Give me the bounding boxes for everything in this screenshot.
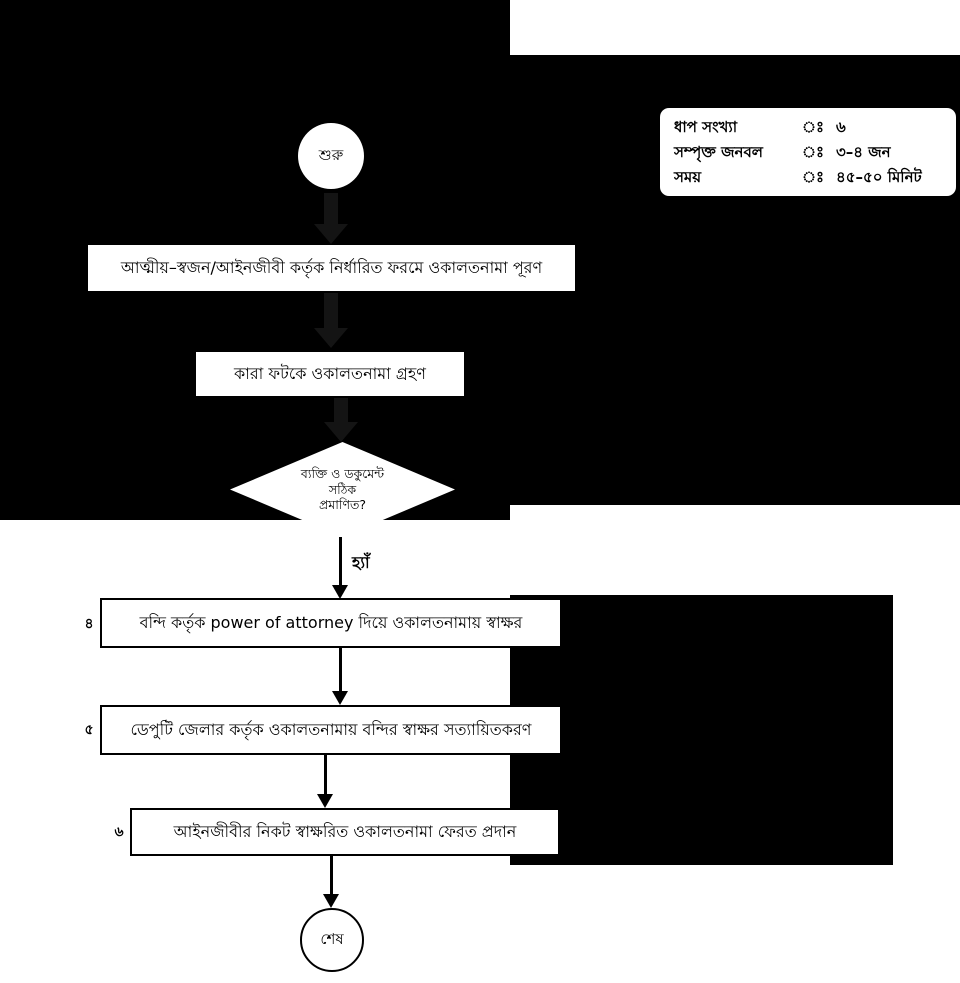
info-label-time: সময়	[674, 168, 702, 186]
info-row-steps: ধাপ সংখ্যা ঃ ৬	[674, 116, 944, 141]
arrowhead-step6-to-end	[323, 894, 339, 908]
step6-label: আইনজীবীর নিকট স্বাক্ষরিত ওকালতনামা ফেরত …	[173, 821, 517, 841]
arrowhead-start-to-step1	[314, 224, 348, 244]
arrow-decision-to-step4	[339, 537, 342, 586]
start-node-label: শুরু	[318, 145, 344, 164]
step1-box: আত্মীয়–স্বজন/আইনজীবী কর্তৃক নির্ধারিত ফ…	[88, 245, 575, 291]
arrow-step2-to-decision	[334, 398, 348, 423]
info-row-manpower: সম্পৃক্ত জনবল ঃ ৩–৪ জন	[674, 141, 944, 166]
step5-box: ডেপুটি জেলার কর্তৃক ওকালতনামায় বন্দির স…	[100, 705, 562, 755]
step2-label: কারা ফটকে ওকালতনামা গ্রহণ	[234, 363, 426, 383]
step5-number: ৫	[84, 722, 94, 738]
process-info-box: ধাপ সংখ্যা ঃ ৬ সম্পৃক্ত জনবল ঃ ৩–৪ জন সম…	[660, 108, 956, 196]
arrowhead-step4-to-step5	[332, 691, 348, 705]
arrow-step1-to-step2	[324, 293, 338, 329]
start-node: শুরু	[298, 123, 364, 189]
step4-label: বন্দি কর্তৃক power of attorney দিয়ে ওকা…	[139, 612, 523, 632]
info-separator: ঃ	[802, 118, 825, 136]
decision-yes-label: হ্যাঁ	[352, 553, 370, 572]
black-background-mid-right	[510, 595, 893, 865]
step1-label: আত্মীয়–স্বজন/আইনজীবী কর্তৃক নির্ধারিত ফ…	[120, 257, 543, 277]
arrow-step6-to-end	[330, 856, 333, 896]
step5-label: ডেপুটি জেলার কর্তৃক ওকালতনামায় বন্দির স…	[130, 719, 532, 739]
decision-line-1: ব্যক্তি ও ডকুমেন্ট	[300, 466, 385, 482]
info-label-manpower: সম্পৃক্ত জনবল	[674, 143, 763, 161]
decision-line-2: সঠিক	[328, 481, 357, 497]
info-separator: ঃ	[802, 143, 825, 161]
step2-box: কারা ফটকে ওকালতনামা গ্রহণ	[196, 352, 464, 396]
end-node-label: শেষ	[320, 929, 344, 948]
info-value-time: ৪৫–৫০ মিনিট	[836, 168, 922, 186]
arrow-step4-to-step5	[339, 648, 342, 693]
step4-box: বন্দি কর্তৃক power of attorney দিয়ে ওকা…	[100, 598, 562, 648]
step4-number: ৪	[84, 616, 94, 632]
arrowhead-step5-to-step6	[317, 794, 333, 808]
info-value-steps: ৬	[836, 118, 846, 136]
arrow-start-to-step1	[324, 193, 338, 225]
decision-line-3: প্রমাণিত?	[318, 497, 367, 513]
step6-number: ৬	[114, 824, 124, 840]
arrow-step5-to-step6	[324, 755, 327, 796]
end-node: শেষ	[300, 908, 364, 972]
step6-box: আইনজীবীর নিকট স্বাক্ষরিত ওকালতনামা ফেরত …	[130, 808, 560, 856]
info-separator: ঃ	[802, 168, 825, 186]
arrowhead-step2-to-decision	[324, 422, 358, 442]
info-value-manpower: ৩–৪ জন	[836, 143, 891, 161]
info-label-steps: ধাপ সংখ্যা	[674, 118, 738, 136]
info-row-time: সময় ঃ ৪৫–৫০ মিনিট	[674, 166, 944, 191]
arrowhead-decision-to-step4	[332, 585, 348, 599]
arrowhead-step1-to-step2	[314, 328, 348, 348]
